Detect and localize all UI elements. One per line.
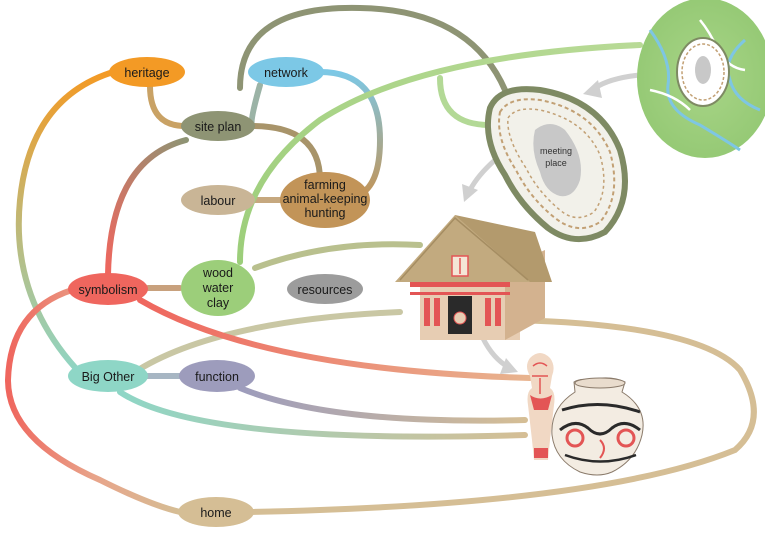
node-big-other[interactable]: Big Other: [68, 360, 148, 392]
edge-heritage-bigother: [15, 70, 113, 378]
node-materials[interactable]: wood water clay: [181, 260, 255, 316]
figurine-icon: [527, 353, 555, 460]
edge-network-siteplan: [248, 82, 263, 128]
meeting-place-label-line2: place: [545, 158, 567, 168]
edge-siteplan-settlement: [237, 4, 508, 93]
node-resources-label: resources: [298, 283, 353, 297]
node-resources[interactable]: resources: [287, 274, 363, 304]
node-materials-line2: water: [202, 281, 234, 295]
edge-materials-house: [252, 241, 423, 271]
node-materials-line3: clay: [207, 296, 230, 310]
node-heritage-label: heritage: [124, 66, 169, 80]
edge-green-settlement: [437, 75, 493, 128]
edge-symbolism-figurine: [137, 297, 533, 381]
node-network-label: network: [264, 66, 309, 80]
node-heritage[interactable]: heritage: [109, 57, 185, 87]
node-symbolism-label: symbolism: [78, 283, 137, 297]
arrow-head-1: [583, 80, 602, 98]
flow-arrows: [462, 72, 641, 374]
edges: [4, 4, 757, 515]
nodes: heritage network site plan labour farmin…: [68, 57, 370, 527]
node-labour[interactable]: labour: [181, 185, 255, 215]
meeting-place-label-line1: meeting: [540, 146, 572, 156]
edge-bigother-house: [135, 309, 403, 373]
edge-function-figurine: [237, 385, 528, 424]
house-model-icon: [395, 215, 552, 340]
edge-siteplan-symbolism: [105, 137, 189, 278]
node-farming-line2: animal-keeping: [283, 192, 368, 206]
node-function-label: function: [195, 370, 239, 384]
settlement-plan-icon: meeting place: [484, 86, 628, 243]
node-function[interactable]: function: [179, 360, 255, 392]
edge-network-farming: [317, 69, 384, 199]
node-farming-line3: hunting: [304, 206, 345, 220]
edge-home-loop: [4, 287, 183, 515]
arrow-head-2: [462, 184, 478, 202]
node-farming[interactable]: farming animal-keeping hunting: [280, 172, 370, 228]
painted-pot-icon: [551, 377, 644, 476]
node-materials-line1: wood: [202, 266, 233, 280]
arrow-settlement-house: [467, 158, 497, 192]
node-home-label: home: [200, 506, 231, 520]
arrow-landscape-settlement: [593, 72, 641, 91]
node-big-other-label: Big Other: [82, 370, 135, 384]
node-symbolism[interactable]: symbolism: [68, 273, 148, 305]
edge-siteplan-farming: [249, 123, 323, 183]
node-site-plan[interactable]: site plan: [181, 111, 255, 141]
node-farming-line1: farming: [304, 178, 346, 192]
edge-home-house: [247, 317, 757, 515]
landscape-map-icon: [637, 0, 765, 158]
arrow-head-3: [500, 358, 518, 374]
node-labour-label: labour: [201, 194, 236, 208]
edge-heritage-siteplan: [147, 83, 188, 129]
edge-bigother-figurine: [117, 389, 528, 440]
node-network[interactable]: network: [248, 57, 324, 87]
node-site-plan-label: site plan: [195, 120, 242, 134]
node-home[interactable]: home: [178, 497, 254, 527]
